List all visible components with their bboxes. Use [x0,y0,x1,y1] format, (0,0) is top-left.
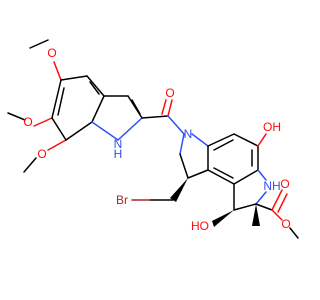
bond [257,133,267,147]
atom-labels: O O O N H O N OH NH HO Br O O [23,46,290,233]
bond [51,117,67,141]
bond [233,133,259,147]
bond [33,117,53,127]
bond [179,153,189,179]
amide-nitrogen-label: N [184,127,193,141]
bond [257,169,267,181]
bond [65,121,93,141]
indole-nitrogen-label: N [114,137,123,151]
methoxy-oxygen-label: O [47,46,56,60]
bond [207,169,235,185]
hydroxyl-label: HO [191,219,209,233]
bromine-label: Br [116,193,128,207]
bond [131,99,141,115]
amide-oxygen-label: O [165,86,174,100]
ester-carbonyl-oxygen-label: O [280,177,289,191]
methoxy-oxygen-label: O [37,147,46,161]
bond [289,227,299,239]
bond [89,81,100,95]
bond [141,115,169,119]
bond [167,99,173,117]
bond [167,115,185,135]
bond [91,121,119,141]
bond [271,209,283,221]
bond [7,112,26,121]
bond [187,169,209,179]
bond [255,203,273,211]
bond [233,169,259,185]
bond [179,133,185,155]
bond [277,193,288,213]
bond [51,79,62,119]
bond [57,87,65,116]
wedge-bond [170,178,188,202]
bond [271,189,283,211]
bond [213,167,234,179]
bond [161,99,167,115]
bond [233,203,257,211]
hydroxyl-label: OH [263,120,281,134]
bond [117,117,143,141]
bond [191,133,209,147]
trimethoxy-indole-fragment [7,39,169,173]
molecule-structure-diagram: O O O N H O N OH NH HO Br O O [7,39,299,239]
bond [86,75,105,97]
ester-oxygen-label: O [281,217,290,231]
tricyclic-core [131,133,299,239]
bond [53,61,62,81]
indole-nh-hydrogen-label: H [114,147,123,161]
bond [91,95,105,123]
bond [213,139,234,151]
wedge-bond [252,204,260,226]
bond [29,39,49,49]
bond [23,157,37,173]
methoxy-oxygen-label: O [23,115,32,129]
bond [255,191,267,205]
amide-linker [161,99,185,135]
wedge-bond [212,210,234,227]
ring-nh-label: NH [263,179,280,193]
bond [60,75,88,81]
bond [207,133,235,147]
bond [47,139,67,151]
